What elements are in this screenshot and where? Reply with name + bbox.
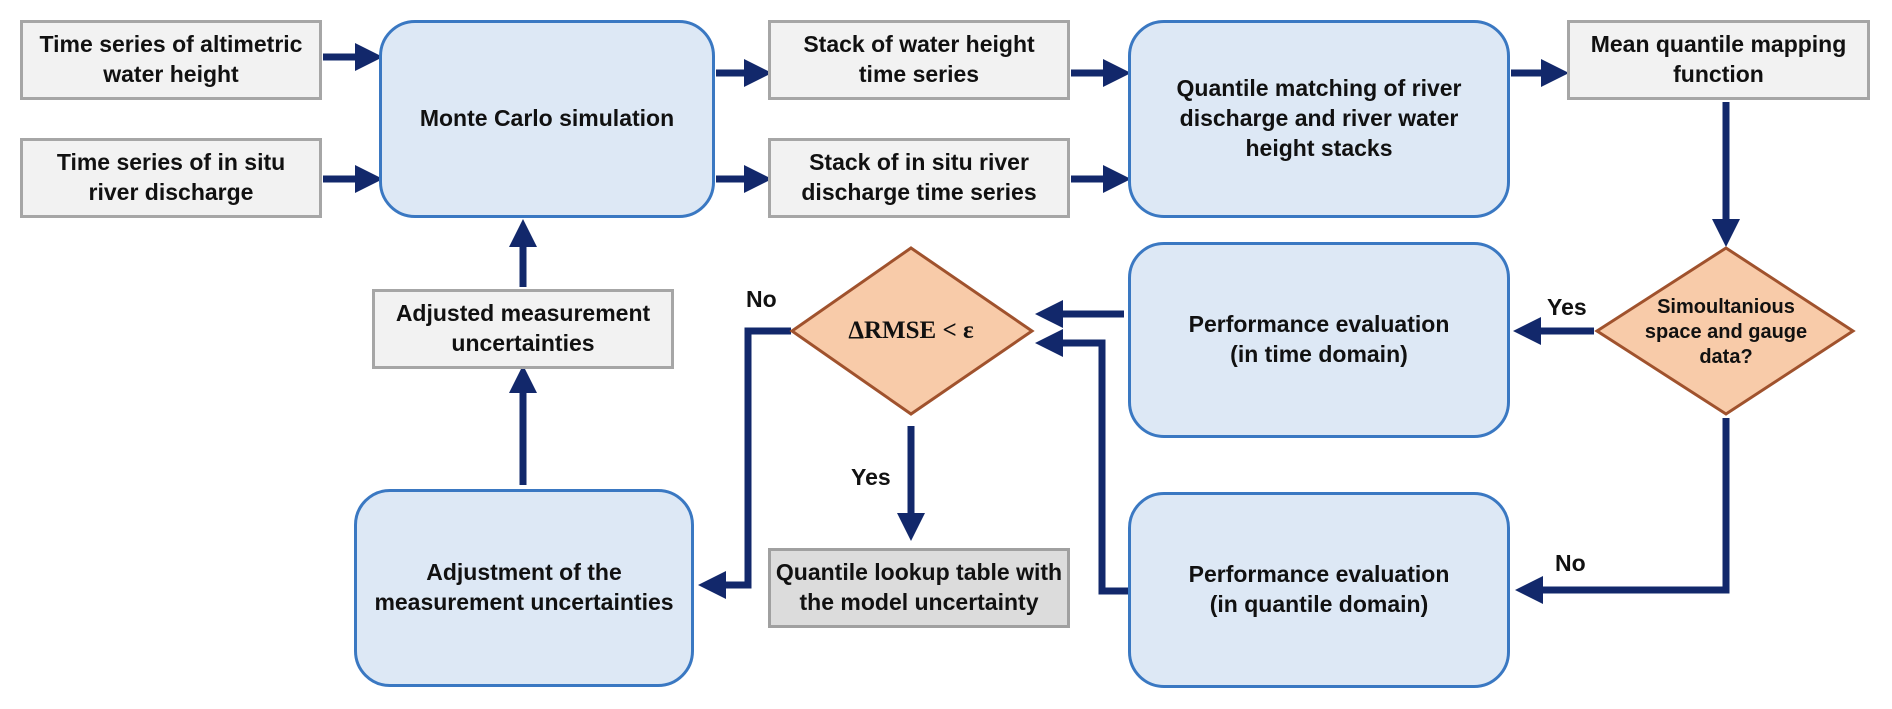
- edge-label-no-adjust: No: [746, 286, 777, 312]
- simultaneous-data-decision-label: Simoultanious space and gauge data?: [1644, 295, 1808, 368]
- quantile-matching-node: Quantile matching of river discharge and…: [1128, 20, 1510, 218]
- decision-diamond-simultaneous: [1594, 246, 1856, 416]
- insitu-river-discharge-box: Time series of in situ river discharge: [20, 138, 322, 218]
- quantile-lookup-table-box: Quantile lookup table with the model unc…: [768, 548, 1070, 628]
- adjustment-uncertainties-node: Adjustment of the measurement uncertaint…: [354, 489, 694, 687]
- edge-label-no-quantile: No: [1555, 550, 1586, 576]
- altimetric-water-height-box: Time series of altimetric water height: [20, 20, 322, 100]
- stack-river-discharge-box: Stack of in situ river discharge time se…: [768, 138, 1070, 218]
- monte-carlo-simulation-node: Monte Carlo simulation: [379, 20, 715, 218]
- adjusted-uncertainties-box: Adjusted measurement uncertainties: [372, 289, 674, 369]
- performance-quantile-domain-node: Performance evaluation (in quantile doma…: [1128, 492, 1510, 688]
- stack-water-height-box: Stack of water height time series: [768, 20, 1070, 100]
- arrow-decision-to-perf-quantile: [1515, 418, 1730, 604]
- edge-label-yes-lookup: Yes: [851, 464, 891, 490]
- decision-diamond-rmse: [789, 246, 1035, 416]
- performance-time-domain-node: Performance evaluation (in time domain): [1128, 242, 1510, 438]
- arrow-perf-quantile-to-rmse: [1035, 329, 1128, 595]
- rmse-decision-label: ΔRMSE < ε: [848, 317, 974, 345]
- mean-quantile-mapping-box: Mean quantile mapping function: [1567, 20, 1870, 100]
- arrow-rmse-to-adjustment: [698, 327, 791, 599]
- edge-label-yes-time: Yes: [1547, 294, 1587, 320]
